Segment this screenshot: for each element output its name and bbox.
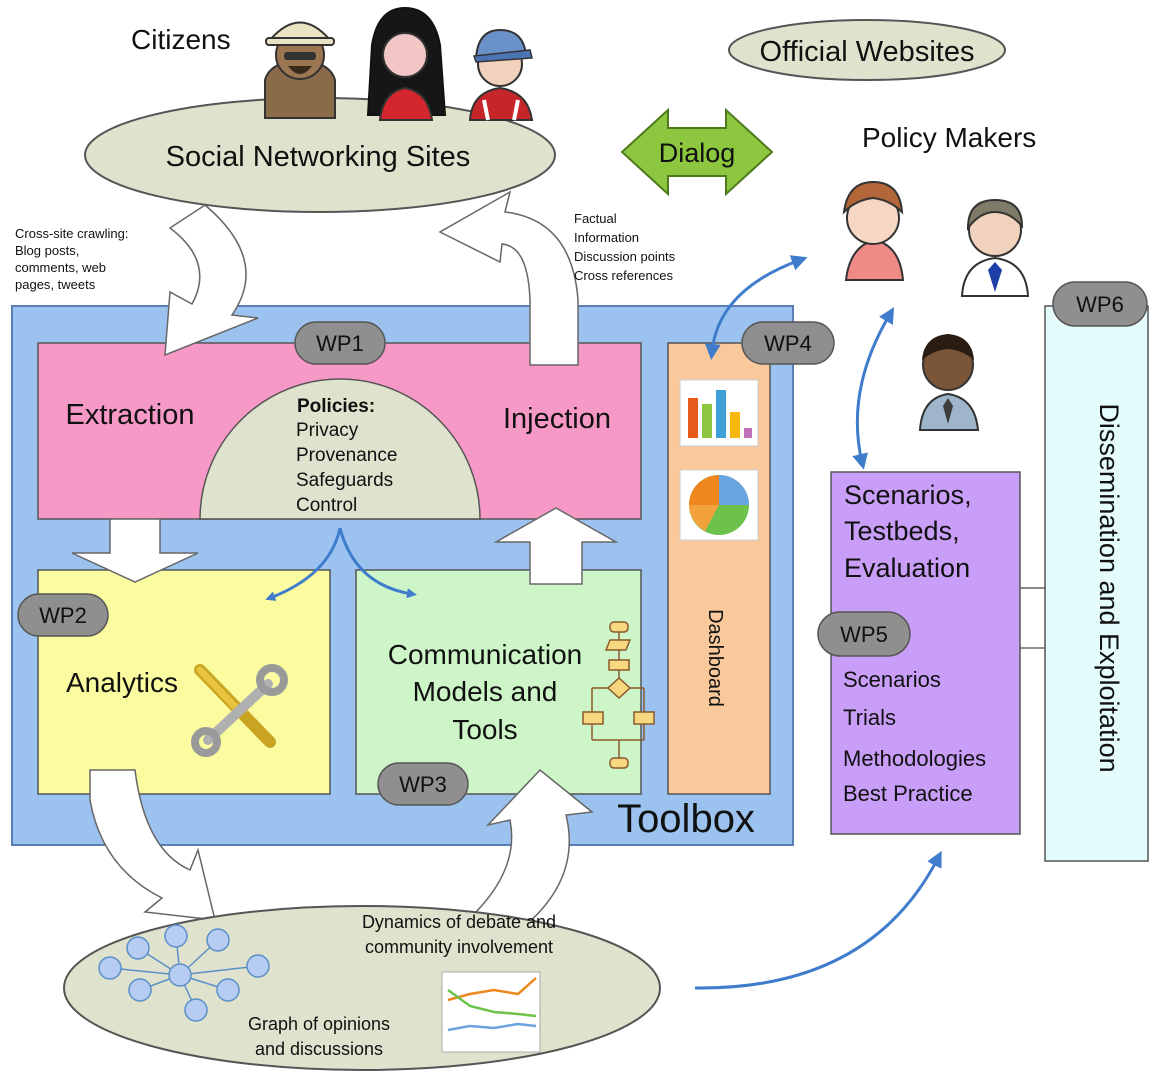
blue-connectors xyxy=(265,255,942,990)
policies-title: Policies: xyxy=(297,396,375,417)
dissemination-label: Dissemination and Exploitation xyxy=(1094,403,1124,772)
policy-maker-woman-avatar-icon xyxy=(842,180,905,281)
wp2-label: WP2 xyxy=(39,603,87,628)
dashboard-label: Dashboard xyxy=(704,609,726,707)
crawl-note-line2: Blog posts, xyxy=(15,243,79,258)
analytics-label: Analytics xyxy=(66,667,178,698)
social-networking-sites: Social Networking Sites xyxy=(84,97,556,213)
crawl-note-line1: Cross-site crawling: xyxy=(15,226,128,241)
dialog-arrow: Dialog xyxy=(620,107,774,197)
crawl-note-line3: comments, web xyxy=(15,260,106,275)
pie-chart-icon xyxy=(679,469,759,541)
wp3-label: WP3 xyxy=(399,772,447,797)
communication-label-line2: Models and xyxy=(413,676,558,707)
wp1-badge: WP1 xyxy=(294,321,386,365)
flowchart-icon xyxy=(582,621,655,769)
official-websites: Official Websites xyxy=(728,19,1006,81)
policies-item-control: Control xyxy=(296,495,357,516)
toolbox-label: Toolbox xyxy=(617,797,755,841)
opinion-network-icon xyxy=(98,924,270,1022)
extraction-label: Extraction xyxy=(66,399,195,431)
scenarios-item-trials: Trials xyxy=(843,705,896,730)
wp5-badge: WP5 xyxy=(817,611,911,657)
scenarios-item-scenarios: Scenarios xyxy=(843,667,941,692)
official-websites-label: Official Websites xyxy=(760,36,975,68)
social-networking-sites-label: Social Networking Sites xyxy=(166,141,471,173)
line-chart-icon xyxy=(441,971,541,1053)
wp6-badge: WP6 xyxy=(1052,281,1148,327)
dialog-label: Dialog xyxy=(659,138,736,168)
tools-wrench-screwdriver-icon xyxy=(191,664,288,757)
inject-note-line1: Factual xyxy=(574,211,617,226)
scenarios-title-line1: Scenarios, xyxy=(844,480,972,510)
injection-label: Injection xyxy=(503,403,611,435)
citizen-cap-avatar-icon xyxy=(468,28,534,121)
wp2-badge: WP2 xyxy=(17,593,109,637)
inject-note-line2: Information xyxy=(574,230,639,245)
wp6-label: WP6 xyxy=(1076,292,1124,317)
communication-panel xyxy=(355,569,642,795)
dissemination-panel xyxy=(1044,305,1149,862)
citizens-label: Citizens xyxy=(131,24,231,55)
dynamics-label-line2: community involvement xyxy=(365,937,553,957)
policy-maker-dark-avatar-icon xyxy=(918,334,980,431)
bar-chart-icon xyxy=(679,379,759,447)
wp4-label: WP4 xyxy=(764,331,812,356)
crawl-note-line4: pages, tweets xyxy=(15,277,96,292)
wp4-badge: WP4 xyxy=(741,321,835,365)
wp1-label: WP1 xyxy=(316,331,364,356)
inject-note-line3: Discussion points xyxy=(574,249,676,264)
communication-label-line3: Tools xyxy=(452,714,517,745)
wp3-badge: WP3 xyxy=(377,762,469,806)
citizen-woman-avatar-icon xyxy=(366,6,447,121)
policy-makers-label: Policy Makers xyxy=(862,122,1036,153)
policies-dome xyxy=(199,378,481,520)
communication-label-line1: Communication xyxy=(388,639,583,670)
scenarios-title-line3: Evaluation xyxy=(844,553,970,583)
policies-item-privacy: Privacy xyxy=(296,420,359,441)
graph-label-line1: Graph of opinions xyxy=(248,1014,390,1034)
policy-maker-man-avatar-icon xyxy=(960,198,1030,297)
dynamics-label-line1: Dynamics of debate and xyxy=(362,912,556,932)
scenarios-item-methodologies: Methodologies xyxy=(843,746,986,771)
policies-item-safeguards: Safeguards xyxy=(296,470,393,491)
scenarios-title-line2: Testbeds, xyxy=(844,516,960,546)
wp5-label: WP5 xyxy=(840,622,888,647)
citizen-hat-avatar-icon xyxy=(264,21,336,119)
policies-item-provenance: Provenance xyxy=(296,445,397,466)
graph-label-line2: and discussions xyxy=(255,1039,383,1059)
inject-note-line4: Cross references xyxy=(574,268,673,283)
scenarios-item-best-practice: Best Practice xyxy=(843,781,973,806)
